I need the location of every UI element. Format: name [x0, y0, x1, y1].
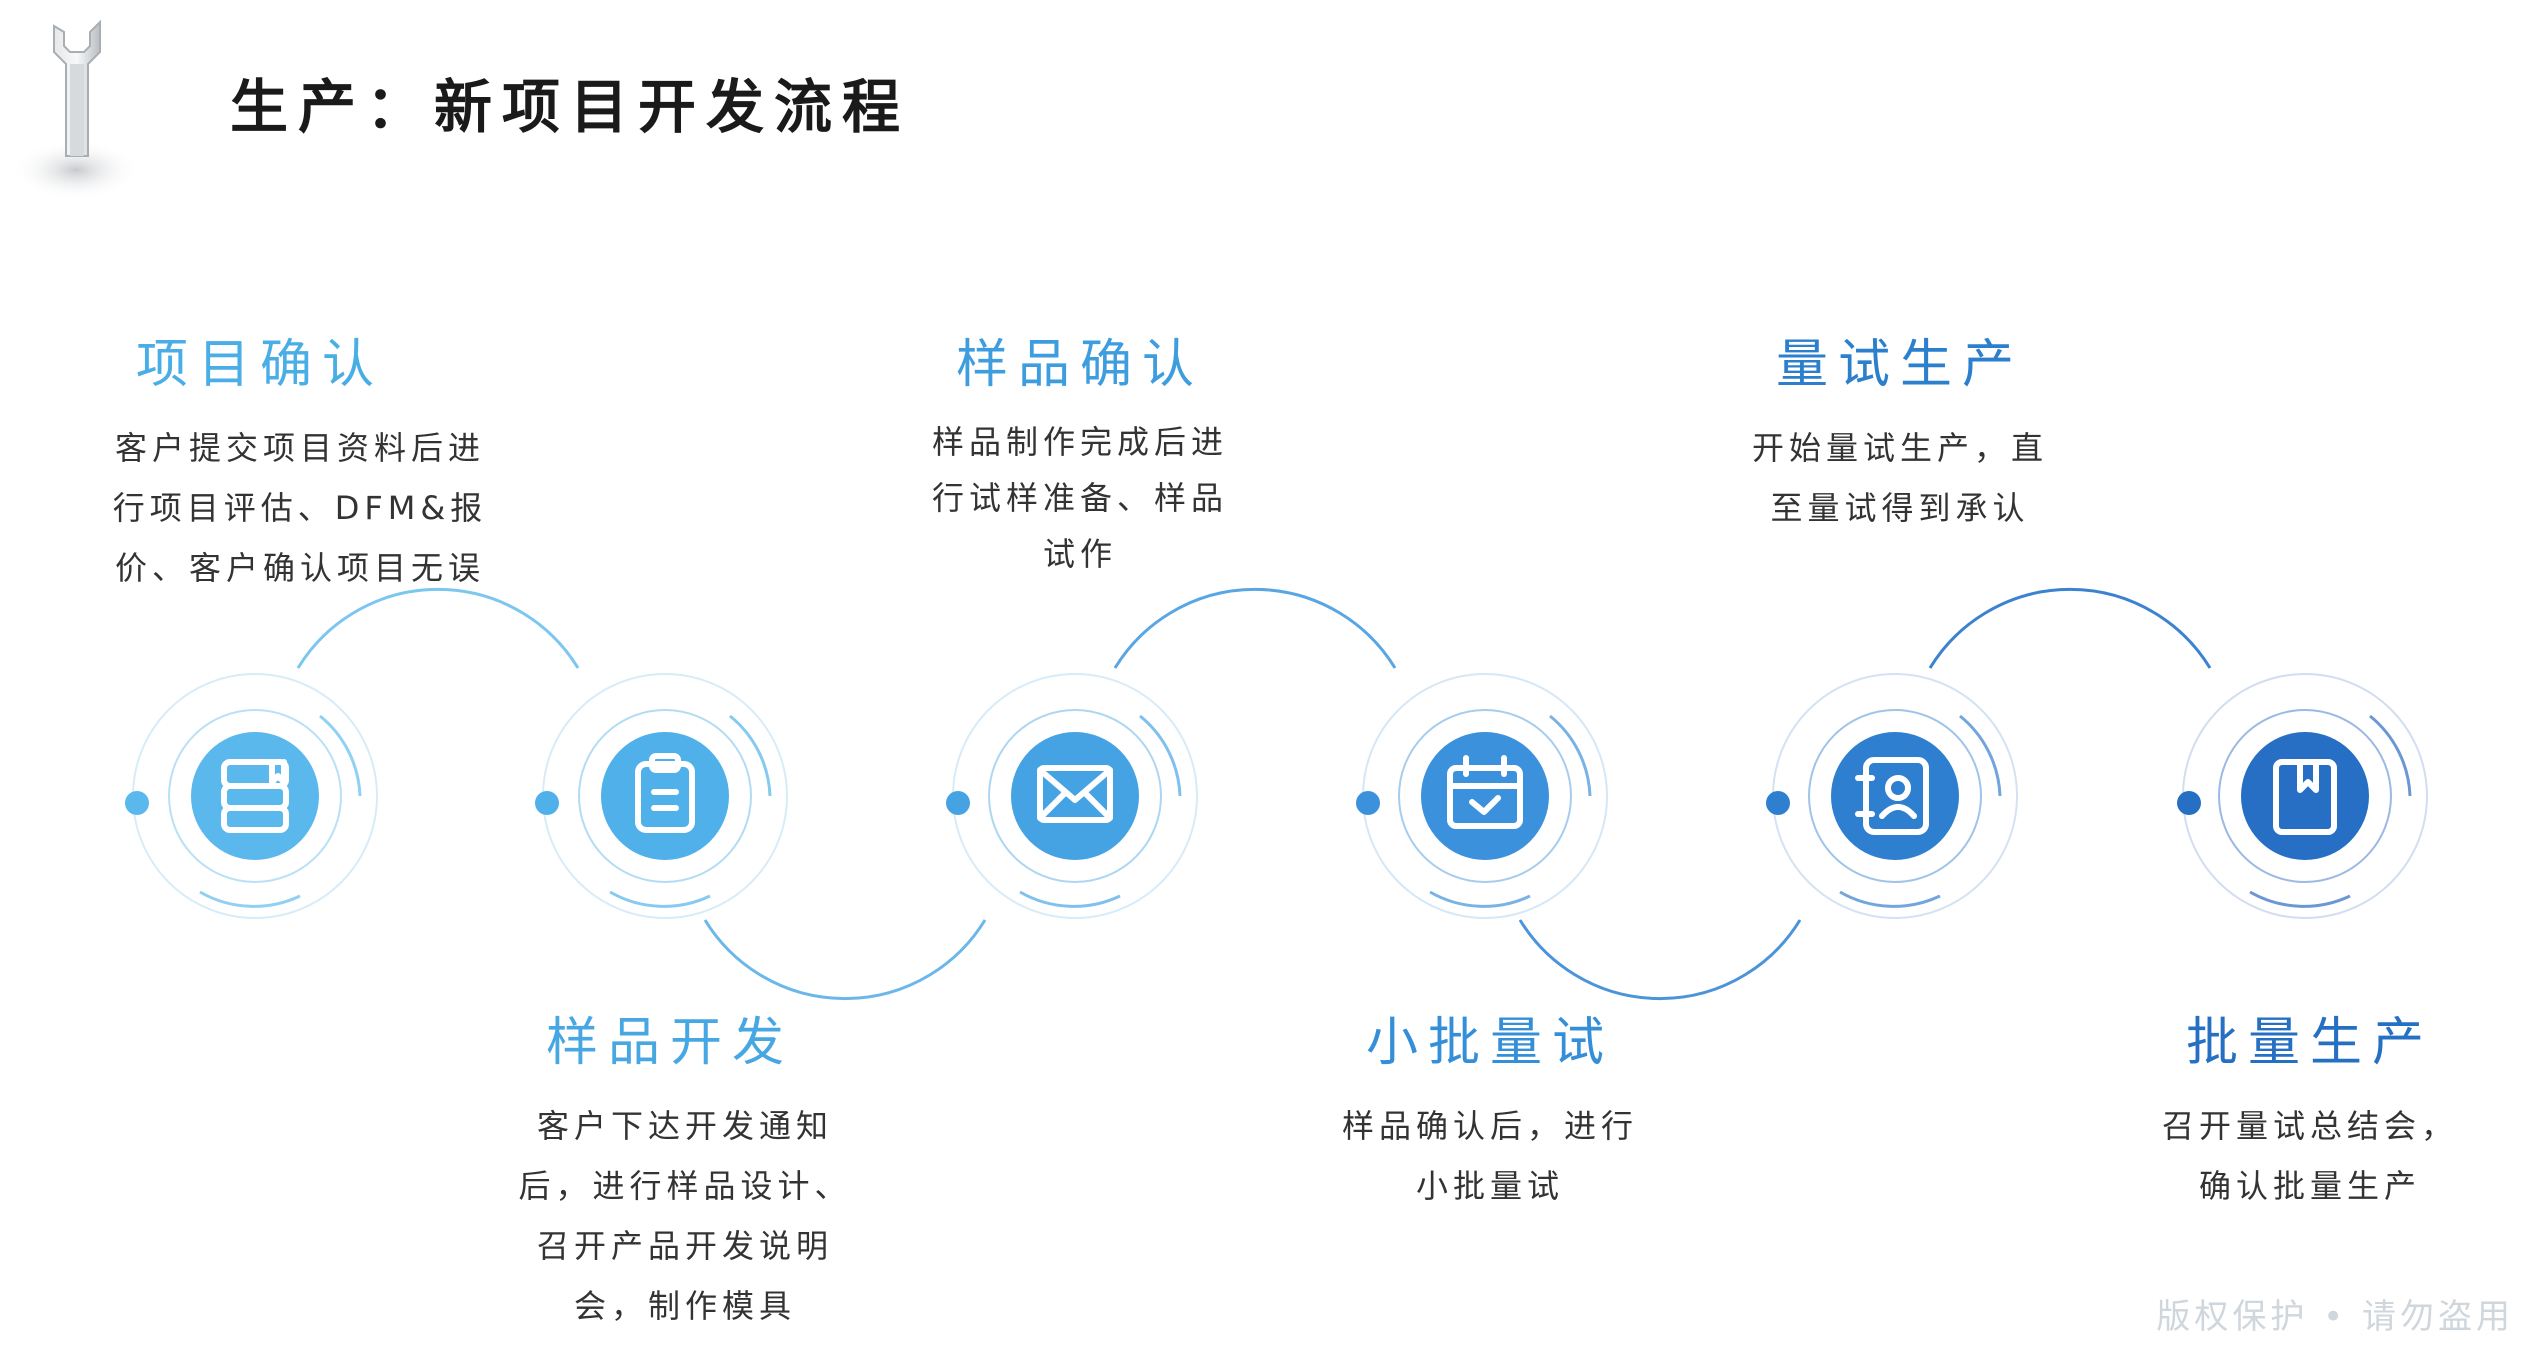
- step-desc-6: 召开量试总结会，确认批量生产: [2161, 1107, 2458, 1205]
- connector-arc-5: [1928, 587, 2212, 669]
- calendar-icon: [1447, 755, 1523, 829]
- step-desc-5: 开始量试生产，直至量试得到承认: [1751, 429, 2048, 527]
- wrench-logo-icon: [12, 19, 140, 200]
- step-title-2: 样品开发: [545, 1013, 794, 1073]
- watermark: 版权保护 • 请勿盗用: [2156, 1297, 2514, 1337]
- book-stack-icon: [221, 759, 289, 833]
- connector-arc-2: [703, 919, 987, 1001]
- step-node-3: [946, 673, 1198, 919]
- contact-book-icon: [1855, 757, 1929, 835]
- connector-arc-1: [296, 587, 580, 669]
- connector-arcs: [296, 587, 2212, 1001]
- step-title-1: 项目确认: [135, 335, 384, 395]
- step-title-4: 小批量试: [1365, 1013, 1614, 1073]
- step-desc-4: 样品确认后，进行小批量试: [1341, 1107, 1638, 1205]
- step-desc-3: 样品制作完成后进行试样准备、样品试作: [931, 423, 1228, 573]
- page-title: 生产：新项目开发流程: [230, 73, 911, 141]
- envelope-icon: [1037, 765, 1113, 823]
- step-desc-1: 客户提交项目资料后进行项目评估、DFM&报价、客户确认项目无误: [112, 429, 488, 587]
- step-title-6: 批量生产: [2185, 1013, 2434, 1073]
- connector-arc-3: [1113, 587, 1397, 669]
- notebook-icon: [2273, 759, 2337, 835]
- step-desc-2: 客户下达开发通知后，进行样品设计、召开产品开发说明会，制作模具: [518, 1107, 852, 1325]
- step-node-1: [125, 673, 378, 919]
- step-node-4: [1356, 673, 1608, 919]
- step-node-6: [2177, 673, 2428, 919]
- clipboard-icon: [635, 753, 695, 833]
- step-node-2: [535, 673, 788, 919]
- connector-arc-4: [1518, 919, 1802, 1001]
- step-title-5: 量试生产: [1775, 335, 2024, 395]
- step-title-3: 样品确认: [955, 335, 1204, 395]
- step-node-5: [1766, 673, 2018, 919]
